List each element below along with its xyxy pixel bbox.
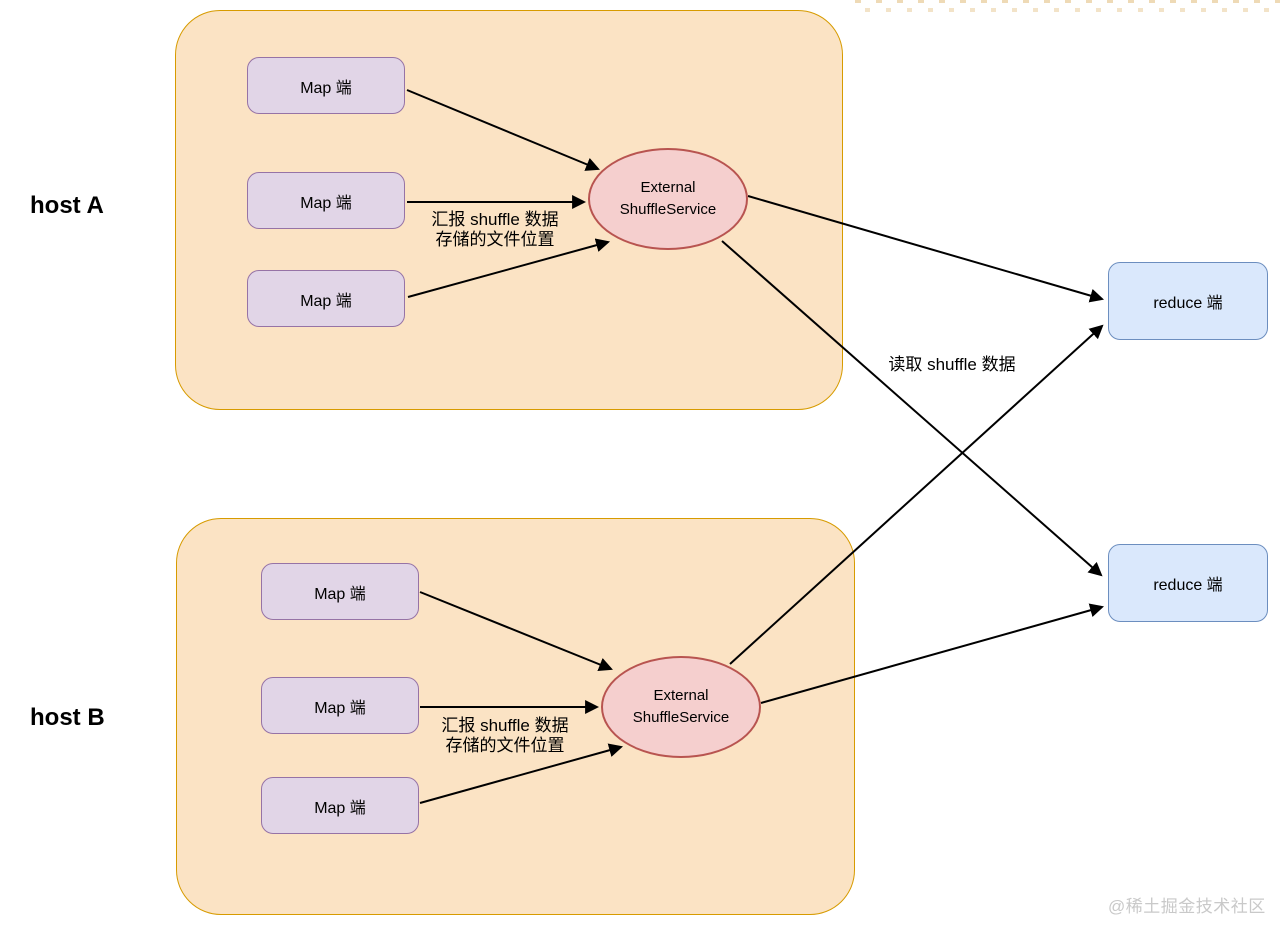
map-node-host-b-1: Map 端 xyxy=(261,563,419,620)
reduce-node-label: reduce 端 xyxy=(1153,577,1223,594)
map-node-host-a-3: Map 端 xyxy=(247,270,405,327)
map-node-label: Map 端 xyxy=(300,292,352,310)
map-node-host-a-2: Map 端 xyxy=(247,172,405,229)
external-shuffle-service-node-host-b: External ShuffleService xyxy=(601,656,761,758)
shuffle-service-label-line2: ShuffleService xyxy=(619,201,717,218)
map-node-label: Map 端 xyxy=(300,194,352,212)
reduce-node-bottom: reduce 端 xyxy=(1108,544,1268,622)
report-shuffle-location-label-host-a: 汇报 shuffle 数据 存储的文件位置 xyxy=(400,210,590,250)
external-shuffle-service-node-host-a: External ShuffleService xyxy=(588,148,748,250)
read-shuffle-data-label: 读取 shuffle 数据 xyxy=(888,355,1016,374)
map-node-label: Map 端 xyxy=(314,585,366,603)
report-label-line1: 汇报 shuffle 数据 xyxy=(441,716,569,735)
top-edge-pattern xyxy=(855,0,1280,12)
map-node-host-b-2: Map 端 xyxy=(261,677,419,734)
map-node-host-b-3: Map 端 xyxy=(261,777,419,834)
report-label-line2: 存储的文件位置 xyxy=(445,736,565,755)
map-node-label: Map 端 xyxy=(300,79,352,97)
host-a-label: host A xyxy=(30,192,104,219)
report-label-line2: 存储的文件位置 xyxy=(435,230,555,249)
shuffle-service-label-line2: ShuffleService xyxy=(632,709,730,726)
watermark-text: @稀土掘金技术社区 xyxy=(1108,897,1266,916)
report-shuffle-location-label-host-b: 汇报 shuffle 数据 存储的文件位置 xyxy=(410,716,600,756)
shuffle-service-label-line1: External xyxy=(640,179,696,197)
reduce-node-label: reduce 端 xyxy=(1153,295,1223,312)
shuffle-service-label-line1: External xyxy=(653,687,709,705)
report-label-line1: 汇报 shuffle 数据 xyxy=(431,210,559,229)
host-b-label: host B xyxy=(30,704,105,731)
map-node-label: Map 端 xyxy=(314,799,366,817)
reduce-node-top: reduce 端 xyxy=(1108,262,1268,340)
map-node-host-a-1: Map 端 xyxy=(247,57,405,114)
map-node-label: Map 端 xyxy=(314,699,366,717)
